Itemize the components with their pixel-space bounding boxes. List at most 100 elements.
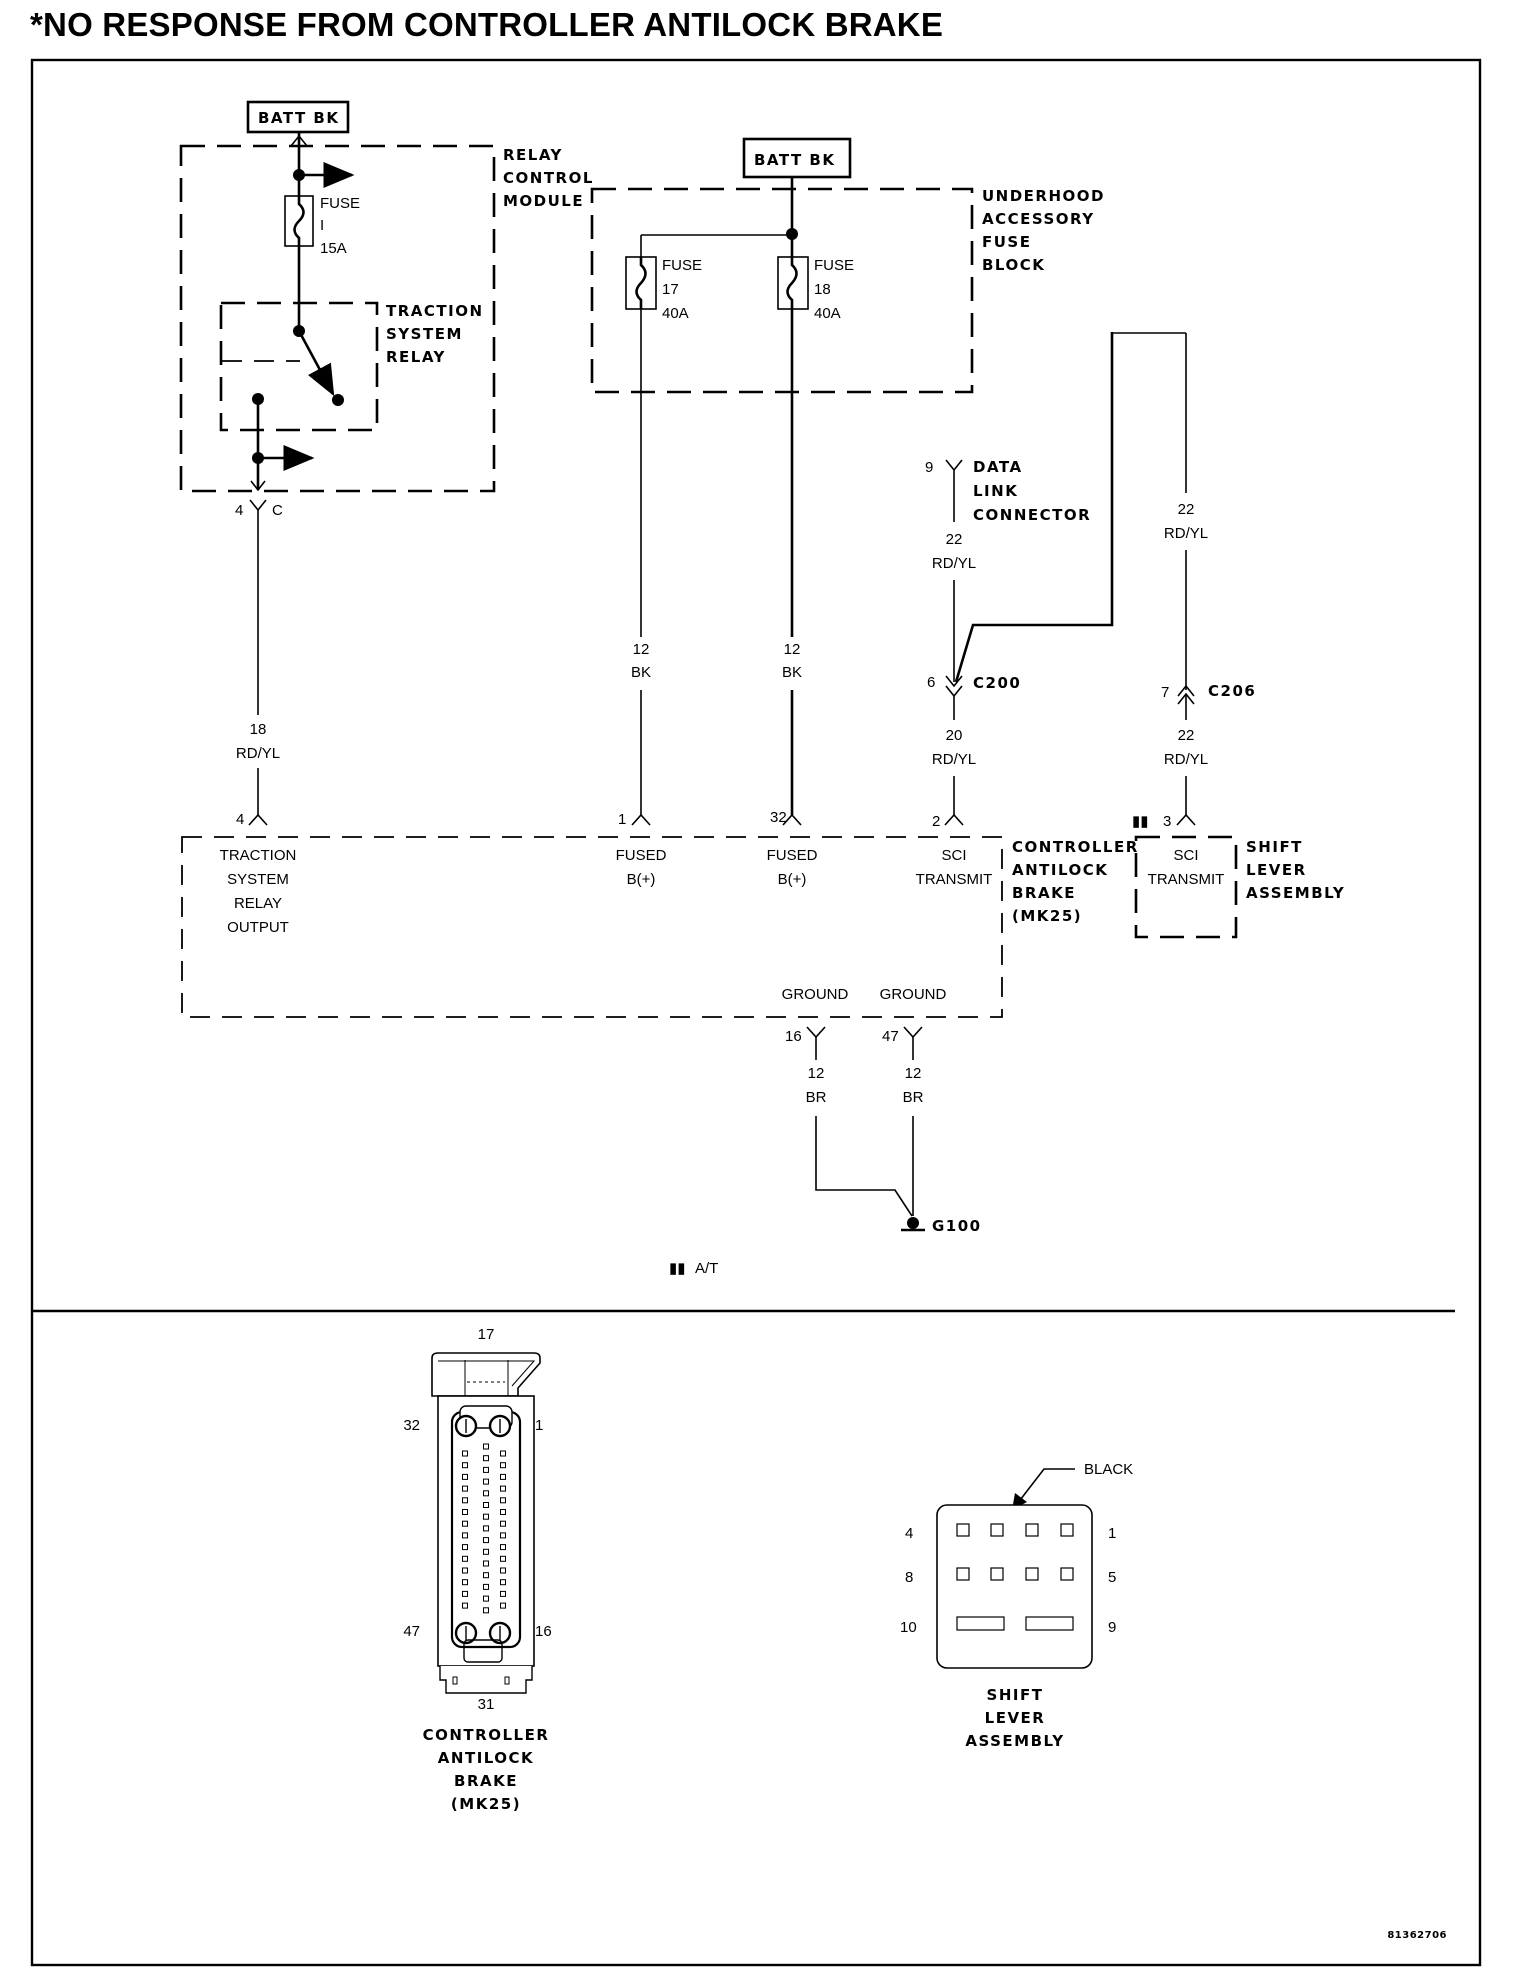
pin-function: B(+)	[778, 871, 807, 888]
splice-dot	[786, 228, 798, 240]
pin-label: 9	[1108, 1619, 1116, 1636]
connector-symbol	[944, 813, 964, 826]
pin-cavity	[956, 1567, 970, 1581]
pin-function: FUSED	[767, 847, 818, 864]
pin-label: 47	[403, 1623, 420, 1640]
relay-name-line1: TRACTION	[386, 302, 484, 320]
wire-gauge: 22	[1178, 727, 1195, 744]
pin-number: 47	[882, 1028, 899, 1045]
ground-icon	[907, 1217, 919, 1229]
dlc-name-line3: CONNECTOR	[973, 506, 1091, 524]
pin-cavity	[483, 1560, 489, 1567]
pin-cavity-wide	[956, 1616, 1005, 1631]
pin-cavity	[483, 1548, 489, 1555]
connector-c200-label: C200	[973, 674, 1021, 692]
pin-label: 16	[535, 1623, 552, 1640]
pin-cavity	[462, 1473, 468, 1480]
controller-name-line1: CONTROLLER	[1012, 838, 1139, 856]
connector-view-name: ASSEMBLY	[965, 1732, 1064, 1750]
pin-function: GROUND	[880, 986, 947, 1003]
pin-function: OUTPUT	[227, 919, 289, 936]
fuse-rating: 15A	[320, 240, 347, 257]
pin-number: 6	[927, 674, 935, 691]
connector-view-name: ANTILOCK	[438, 1749, 534, 1767]
pin-label: 4	[905, 1525, 913, 1542]
pin-cavity	[483, 1490, 489, 1497]
legend-text: A/T	[695, 1260, 718, 1277]
traction-system-relay-label: TRACTION SYSTEM RELAY	[386, 302, 484, 366]
controller-connector-view: 17 32 1 47 16 31 CONTROLLER ANTILOCK BRA…	[403, 1326, 551, 1813]
pin-function: SYSTEM	[227, 871, 289, 888]
pin-number: 2	[932, 813, 940, 830]
ground-label: G100	[932, 1217, 982, 1235]
pin-cavity	[462, 1509, 468, 1515]
fuse-icon	[293, 196, 305, 246]
controller-name-line3: BRAKE	[1012, 884, 1076, 902]
batt-source-right: BATT BK	[742, 137, 852, 179]
connector-pin-grid	[462, 1443, 506, 1614]
fuse-label: FUSE	[320, 195, 360, 212]
page-title: *NO RESPONSE FROM CONTROLLER ANTILOCK BR…	[30, 6, 944, 43]
pin-cavity	[462, 1462, 468, 1469]
connector-view-name: BRAKE	[454, 1772, 518, 1790]
pin-cavity	[500, 1590, 506, 1597]
pin-number: 4	[236, 811, 244, 828]
underhood-fuse-block-label: UNDERHOOD ACCESSORY FUSE BLOCK	[982, 187, 1104, 274]
pin-label: 1	[1108, 1525, 1116, 1542]
wire-gauge: 12	[808, 1065, 825, 1082]
pin-cavity	[462, 1544, 468, 1551]
pin-function: SCI	[1173, 847, 1198, 864]
traction-system-relay-box	[219, 301, 379, 432]
pin-cavity	[500, 1485, 506, 1492]
fuse-number: 17	[662, 281, 679, 298]
controller-label: CONTROLLER ANTILOCK BRAKE (MK25)	[1012, 838, 1139, 925]
pin-function: TRANSMIT	[916, 871, 993, 888]
pin-number: 16	[785, 1028, 802, 1045]
pin-label: 10	[900, 1619, 917, 1636]
pin-number: 4	[235, 502, 243, 519]
pin-label: 1	[535, 1417, 543, 1434]
color-callout: BLACK	[1084, 1461, 1133, 1478]
fuse-icon	[786, 257, 798, 309]
wire-color: RD/YL	[1164, 751, 1208, 768]
wire-color: RD/YL	[1164, 525, 1208, 542]
rcm-name-line1: RELAY	[503, 146, 563, 164]
figure-id: 81362706	[1387, 1930, 1447, 1941]
wire-color: RD/YL	[236, 745, 280, 762]
ufb-name-line2: ACCESSORY	[982, 210, 1095, 228]
wire-color: BK	[631, 664, 651, 681]
pin-number: 1	[618, 811, 626, 828]
fuse-icon	[635, 257, 647, 309]
fuse-18: FUSE 18 40A	[777, 256, 854, 322]
shift-lever-connector-view: BLACK 4 1 8 5 10 9 SHIFT LEVER ASSEMBLY	[900, 1461, 1133, 1750]
pin-cavity	[483, 1607, 489, 1614]
pin-cavity	[483, 1537, 489, 1544]
relay-contact	[332, 394, 344, 406]
connector-symbol	[806, 1026, 826, 1039]
pin-cavity-wide	[1025, 1616, 1074, 1631]
pin-cavity	[990, 1567, 1004, 1581]
wire-color: RD/YL	[932, 555, 976, 572]
fuse-17: FUSE 17 40A	[625, 256, 702, 322]
dlc-name-line1: DATA	[973, 458, 1023, 476]
controller-name-line2: ANTILOCK	[1012, 861, 1108, 879]
wire-gauge: 12	[905, 1065, 922, 1082]
fuse-label: FUSE	[814, 257, 854, 274]
wire-color: BK	[782, 664, 802, 681]
fuse-rating: 40A	[662, 305, 689, 322]
pin-cavity	[483, 1455, 489, 1462]
pin-cavity	[462, 1579, 468, 1586]
pin-cavity	[483, 1572, 489, 1579]
relay-control-module-box	[179, 144, 496, 493]
ufb-name-line3: FUSE	[982, 233, 1031, 251]
controller-name-line4: (MK25)	[1012, 907, 1082, 925]
at-marker-icon: ▮▮	[1132, 813, 1149, 830]
pin-cavity	[462, 1590, 468, 1597]
connector-symbol	[945, 459, 963, 472]
pin-label: 31	[478, 1696, 495, 1713]
pin-function: FUSED	[616, 847, 667, 864]
legend-marker-icon: ▮▮	[669, 1260, 686, 1277]
pin-cavity	[483, 1443, 489, 1450]
batt-label-right: BATT BK	[754, 151, 835, 169]
